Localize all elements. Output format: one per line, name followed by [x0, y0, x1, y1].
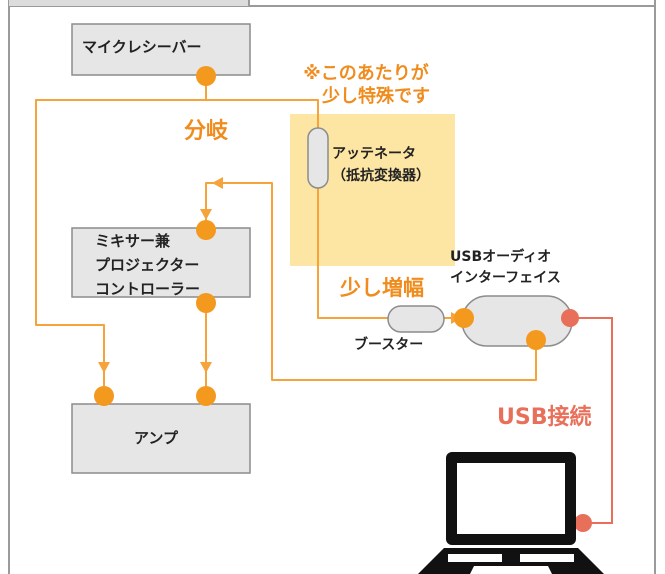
laptop-key-row-left	[448, 554, 502, 562]
attenuator-shape	[307, 127, 329, 189]
mic-receiver-label: マイクレシーバー	[82, 38, 202, 56]
usb-connection-label: USB接続	[497, 405, 592, 430]
usb-interface-label-line-2: インターフェイス	[450, 270, 561, 286]
branch-label: 分岐	[184, 119, 229, 144]
usb-interface-label-line-1: USBオーディオ	[450, 249, 552, 265]
arrowhead-amp-right	[200, 362, 212, 373]
laptop-icon	[418, 452, 604, 574]
attenuator-label: アッテネータ （抵抗変換器）	[332, 143, 430, 187]
special-note-line-2: 少し特殊です	[322, 86, 430, 107]
wire-mic-to-amp	[35, 76, 207, 392]
booster-label: ブースター	[354, 337, 424, 353]
usb-interface-shape	[461, 295, 573, 347]
wire-interface-to-mixer	[205, 182, 537, 381]
mixer-box	[71, 227, 251, 298]
dot-mixer-out	[196, 293, 216, 313]
mixer-label: ミキサー兼 プロジェクター コントローラー	[95, 229, 200, 301]
dot-amp-in-left	[94, 386, 114, 406]
attenuator-label-line-2: （抵抗変換器）	[332, 168, 430, 184]
laptop-trackpad	[470, 566, 552, 574]
connection-dots	[94, 66, 546, 406]
usb-port-interface	[561, 309, 579, 327]
amplify-label: 少し増幅	[340, 276, 424, 300]
special-note: ※このあたりが 少し特殊です	[302, 62, 430, 108]
dot-mic-out	[196, 66, 216, 86]
laptop-key-row-right	[520, 554, 574, 562]
dot-interface-in	[454, 308, 474, 328]
amp-box	[71, 403, 251, 474]
dot-mixer-in	[196, 220, 216, 240]
dot-interface-out	[526, 330, 546, 350]
amp-label: アンプ	[134, 429, 178, 447]
dot-amp-in-right	[196, 386, 216, 406]
booster-shape	[387, 305, 445, 333]
mixer-label-line-3: コントローラー	[95, 280, 201, 298]
special-note-line-1: ※このあたりが	[303, 63, 429, 84]
laptop-screen	[457, 463, 565, 534]
mixer-label-line-2: プロジェクター	[95, 256, 200, 274]
frame-tab	[9, 0, 249, 6]
attenuator-label-line-1: アッテネータ	[332, 146, 416, 162]
usb-cable	[570, 317, 613, 524]
usb-port-laptop	[574, 514, 592, 532]
usb-interface-label: USBオーディオ インターフェイス	[450, 247, 561, 289]
mixer-label-line-1: ミキサー兼	[95, 232, 171, 250]
device-boxes	[71, 23, 251, 474]
arrowhead-mixer	[200, 209, 212, 220]
mic-receiver-box	[71, 23, 251, 76]
arrowhead-mixer-left	[212, 177, 223, 189]
arrowhead-amp-left	[98, 362, 110, 373]
